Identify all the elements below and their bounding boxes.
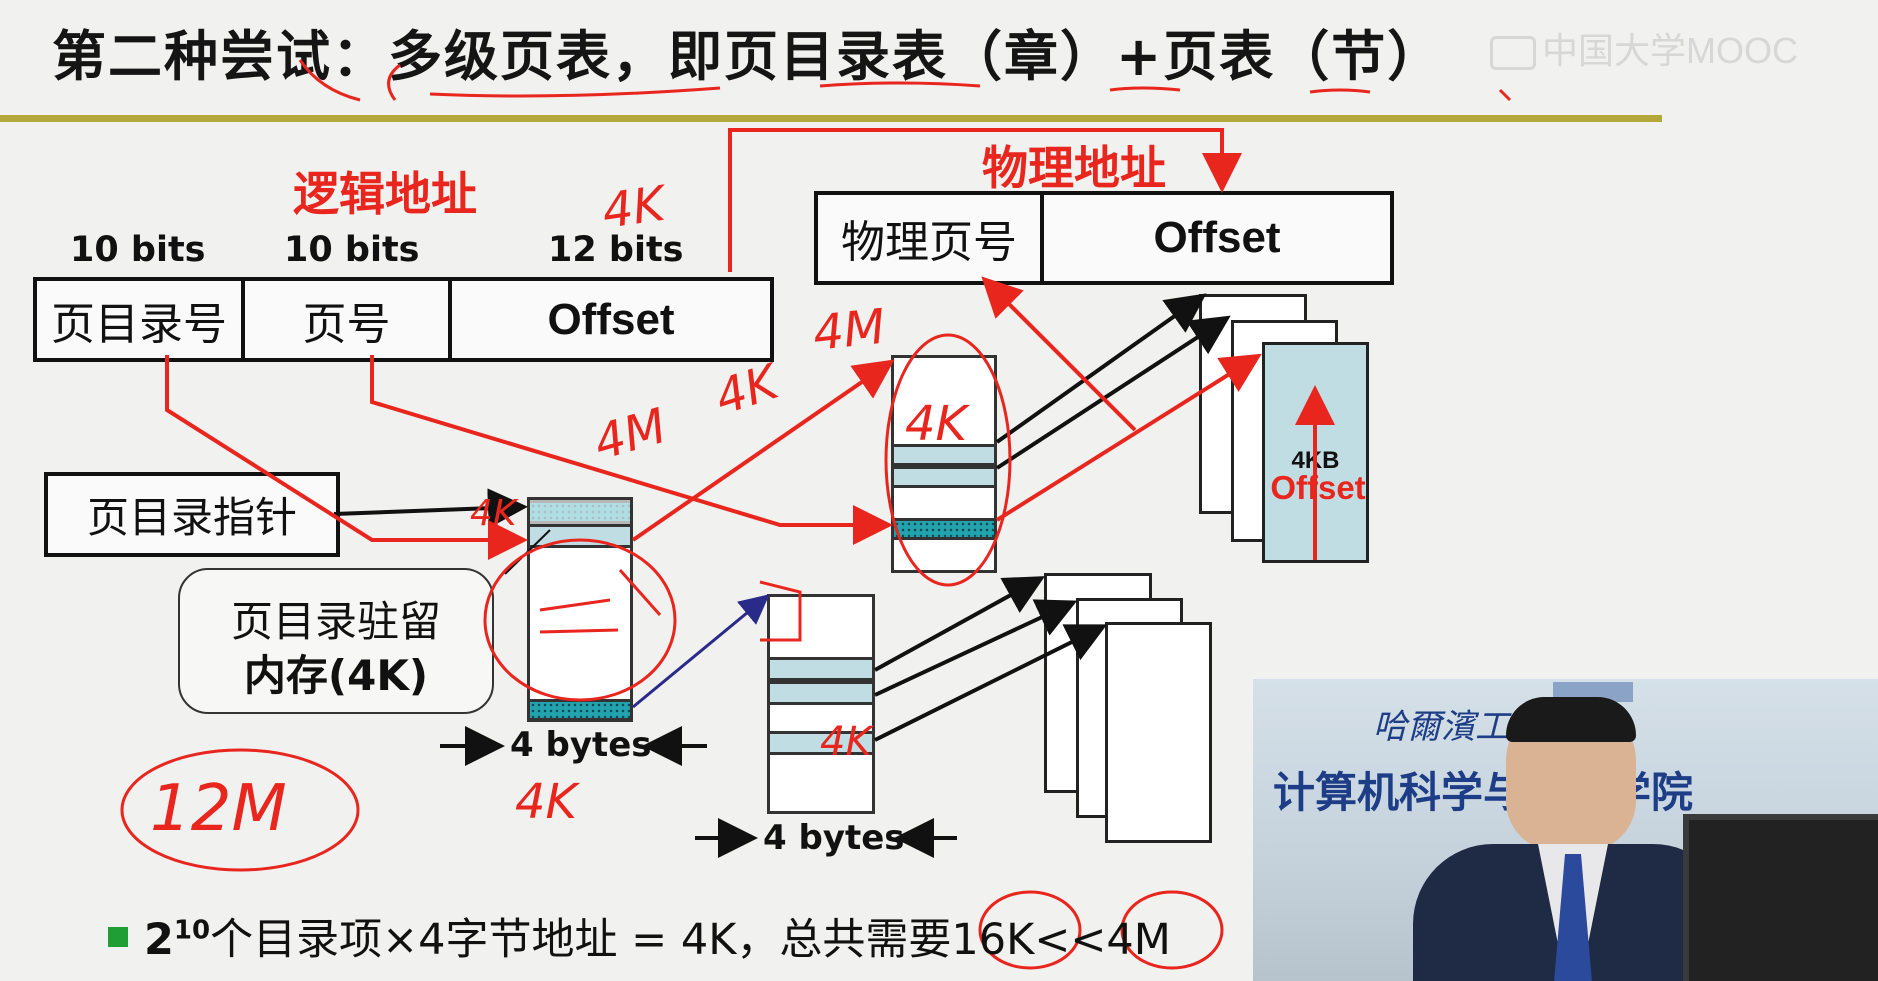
field-offset: Offset xyxy=(547,294,675,344)
handwriting-text: 4K 4M 4K 4K 4K 4M 12M 4K 4K xyxy=(150,175,971,846)
pt1-entry-a xyxy=(894,444,994,466)
footer-bullet-icon xyxy=(108,926,128,947)
pt2-entry-a xyxy=(770,657,872,681)
physical-address-label: 物理地址 xyxy=(982,141,1166,195)
bits-label-page: 10 bits xyxy=(284,230,420,270)
footer-base: 2 xyxy=(144,915,174,965)
pt1-entry-b xyxy=(894,466,994,488)
bytes-arrows xyxy=(440,726,957,858)
bytes-label-dir: 4 bytes xyxy=(510,725,652,765)
footer-line: 210个目录项×4字节地址 = 4K，总共需要16K<<4M xyxy=(108,905,1171,967)
svg-text:4K: 4K xyxy=(708,353,788,427)
pt1-entry-c xyxy=(894,518,994,540)
field-dir-number: 页目录号 xyxy=(37,281,245,358)
mooc-watermark: 中国大学MOOC xyxy=(1490,22,1798,74)
bits-label-offset: 12 bits xyxy=(548,230,684,270)
physical-address-box: 物理页号 Offset xyxy=(814,191,1394,285)
pt2-entry-c xyxy=(770,731,872,755)
field-physical-page: 物理页号 xyxy=(818,195,1044,281)
dir-resident-callout: 页目录驻留 内存(4K) xyxy=(178,568,494,714)
presenter-webcam: 哈爾濱工業大 计算机科学与技术学院 xyxy=(1253,679,1878,981)
callout-line1: 页目录驻留 xyxy=(230,597,441,646)
svg-text:4K: 4K xyxy=(470,493,519,534)
page-frame-6 xyxy=(1105,622,1212,843)
black-arrows xyxy=(333,293,1231,742)
svg-text:4K: 4K xyxy=(905,396,971,452)
svg-text:12M: 12M xyxy=(150,772,287,846)
footer-exponent: 10 xyxy=(173,915,211,946)
bits-label-dir: 10 bits xyxy=(70,230,206,270)
blue-arrow xyxy=(632,594,770,709)
svg-text:4M: 4M xyxy=(588,398,673,472)
svg-text:4K: 4K xyxy=(599,175,672,240)
logical-address-box: 页目录号 页号 Offset xyxy=(33,277,774,362)
svg-text:4K: 4K xyxy=(515,774,581,830)
svg-text:4K: 4K xyxy=(820,719,874,765)
mooc-logo-icon xyxy=(1490,36,1536,71)
presenter-hair xyxy=(1506,697,1636,742)
svg-text:4M: 4M xyxy=(810,299,887,362)
handwriting-marks xyxy=(120,59,1512,970)
callout-line2: 内存(4K) xyxy=(243,651,429,700)
page-frame-offset: Offset xyxy=(1270,469,1366,506)
page-table-top xyxy=(891,355,997,573)
slide-title: 第二种尝试：多级页表，即页目录表（章）+页表（节） xyxy=(52,25,1444,88)
red-arrows xyxy=(165,128,1335,560)
dir-entry-0 xyxy=(530,500,630,524)
footer-text: 个目录项×4字节地址 = 4K，总共需要16K<<4M xyxy=(210,915,1171,965)
field-page-number: 页号 xyxy=(245,281,452,358)
mooc-watermark-text: 中国大学MOOC xyxy=(1542,30,1798,71)
pt2-entry-b xyxy=(770,681,872,705)
title-underline xyxy=(0,115,1662,122)
page-table-bottom xyxy=(767,594,875,814)
bytes-label-pt: 4 bytes xyxy=(763,818,905,858)
field-physical-offset: Offset xyxy=(1153,213,1281,262)
logical-address-label: 逻辑地址 xyxy=(293,167,477,221)
webcam-monitor xyxy=(1683,814,1878,981)
